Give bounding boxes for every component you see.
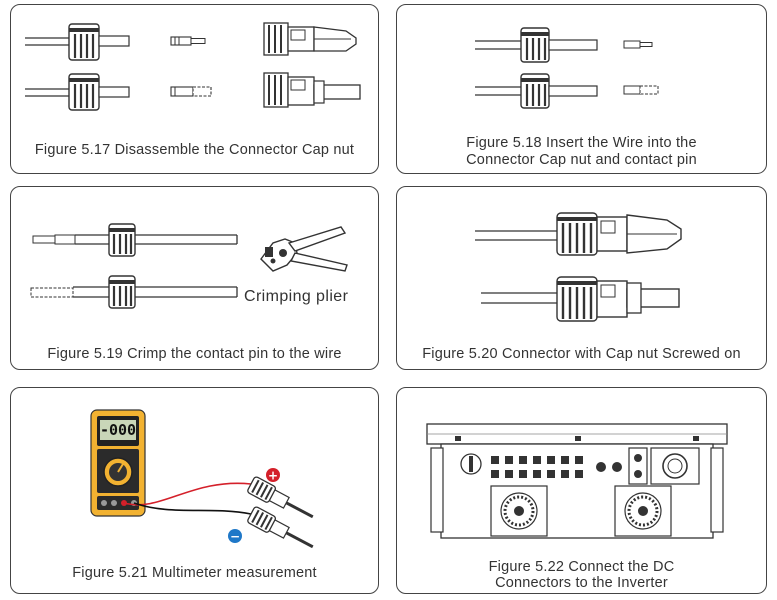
crimped-wire-top: [32, 222, 238, 258]
figure-5-18-panel: Figure 5.18 Insert the Wire into the Con…: [396, 4, 767, 174]
figure-5-20-panel: Figure 5.20 Connector with Cap nut Screw…: [396, 186, 767, 370]
disassemble-connector-illustration: [25, 22, 361, 112]
wire-capnut-top: [475, 26, 598, 64]
crimped-wire-bottom: [30, 274, 238, 310]
pin-top: [623, 40, 653, 49]
inverter-illustration: [426, 423, 728, 539]
positive-symbol: +: [268, 469, 278, 483]
figure-5-19-panel: Crimping plier Figure 5.19 Crimp the con…: [10, 186, 379, 370]
figure-5-21-caption: Figure 5.21 Multimeter measurement: [72, 565, 317, 581]
assembled-connector-male: [475, 212, 682, 256]
insert-wire-illustration: [475, 26, 659, 110]
figure-5-17-caption: Figure 5.17 Disassemble the Connector Ca…: [34, 142, 355, 158]
figure-5-22-caption-line2: Connectors to the Inverter: [495, 575, 668, 591]
cable-with-capnut-bottom: [25, 72, 130, 112]
test-connectors: [247, 476, 314, 549]
connector-housing-male: [263, 22, 357, 56]
contact-pin-female: [170, 86, 212, 97]
negative-terminal-icon: −: [228, 529, 242, 544]
figure-5-18-caption-line1: Figure 5.18 Insert the Wire into the: [466, 135, 697, 151]
ac-output-gland: [650, 447, 700, 485]
positive-terminal-icon: +: [266, 468, 280, 483]
cooling-fan-right-icon: [614, 485, 672, 537]
black-test-lead: [133, 502, 252, 515]
figure-5-17-panel: Figure 5.17 Disassemble the Connector Ca…: [10, 4, 379, 174]
dc-input-terminals: [491, 456, 583, 478]
connector-housing-female: [263, 72, 361, 108]
communication-ports: [596, 447, 648, 485]
crimp-illustration: [30, 222, 348, 310]
cable-with-capnut-top: [25, 22, 130, 62]
screwed-connectors-illustration: [475, 212, 682, 322]
multimeter-display: -000: [100, 421, 136, 439]
figure-5-18-caption-line2: Connector Cap nut and contact pin: [466, 152, 697, 168]
multimeter-illustration: -000 +: [90, 409, 314, 549]
figure-5-22-panel: Figure 5.22 Connect the DC Connectors to…: [396, 387, 767, 594]
contact-pin-male: [170, 36, 206, 46]
figure-5-21-panel: -000 +: [10, 387, 379, 594]
assembled-connector-female: [481, 276, 680, 322]
figure-5-20-caption: Figure 5.20 Connector with Cap nut Screw…: [422, 346, 741, 362]
wire-capnut-bottom: [475, 72, 598, 110]
cooling-fan-left-icon: [490, 485, 548, 537]
dc-switch-icon: [460, 453, 482, 475]
crimping-plier-label: Crimping plier: [244, 288, 349, 305]
negative-symbol: −: [230, 530, 240, 544]
figure-5-19-caption: Figure 5.19 Crimp the contact pin to the…: [47, 346, 342, 362]
crimping-plier-icon: [260, 226, 348, 272]
pin-bottom: [623, 85, 659, 95]
multimeter-icon: [90, 409, 146, 517]
figure-5-22-caption-line1: Figure 5.22 Connect the DC: [488, 559, 675, 575]
